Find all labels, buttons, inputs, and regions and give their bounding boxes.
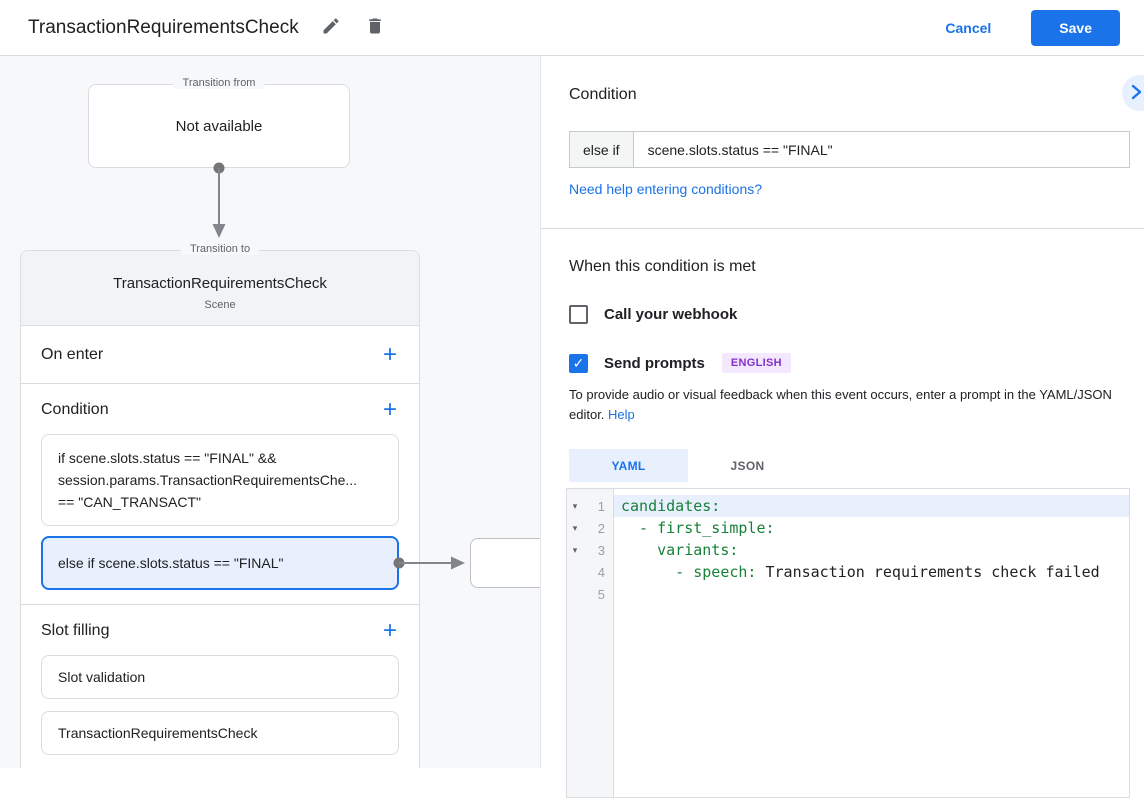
language-badge: ENGLISH bbox=[721, 353, 791, 373]
scene-node-title: TransactionRequirementsCheck bbox=[113, 275, 327, 292]
editor-tabs: YAML JSON bbox=[569, 449, 1130, 482]
prompts-description: To provide audio or visual feedback when… bbox=[569, 387, 1112, 422]
when-condition-met-heading: When this condition is met bbox=[569, 258, 756, 275]
condition-else-if-box[interactable]: else if scene.slots.status == "FINAL" bbox=[41, 536, 540, 590]
slot-item-validation[interactable]: Slot validation bbox=[41, 655, 399, 699]
send-prompts-checkbox[interactable]: ✓ bbox=[569, 353, 588, 373]
scene-node-header[interactable]: TransactionRequirementsCheck Scene bbox=[21, 251, 419, 326]
scene-node-card: Transition to TransactionRequirementsChe… bbox=[20, 243, 540, 768]
line-number: 3 bbox=[597, 542, 605, 558]
transition-arrow-right bbox=[393, 556, 465, 570]
condition-section-label: Condition bbox=[41, 401, 109, 418]
condition-if-box[interactable]: if scene.slots.status == "FINAL" && sess… bbox=[41, 434, 399, 526]
transition-arrow-down bbox=[212, 162, 226, 238]
add-on-enter-button[interactable]: + bbox=[382, 340, 397, 368]
call-webhook-label: Call your webhook bbox=[604, 306, 738, 323]
fold-arrow-icon[interactable]: ▾ bbox=[572, 544, 578, 555]
yaml-code-editor[interactable]: ▾ 1 ▾ 2 ▾ 3 4 5 candidates: - first_simple:… bbox=[566, 488, 1130, 798]
code-line: - first_simple: bbox=[621, 519, 775, 537]
code-line bbox=[614, 583, 1129, 605]
help-link[interactable]: Help bbox=[608, 407, 635, 422]
transition-from-node: Transition from Not available bbox=[88, 77, 350, 168]
condition-expression-group: else if bbox=[569, 131, 1130, 168]
fold-arrow-icon[interactable]: ▾ bbox=[572, 522, 578, 533]
app-header: TransactionRequirementsCheck Cancel Save bbox=[0, 0, 1144, 56]
page-title: TransactionRequirementsCheck bbox=[28, 16, 299, 38]
code-line: candidates: bbox=[614, 495, 1129, 517]
editor-code-area[interactable]: candidates: - first_simple: variants: - … bbox=[614, 489, 1129, 797]
check-icon: ✓ bbox=[572, 354, 585, 371]
on-enter-label: On enter bbox=[41, 345, 104, 363]
line-number: 2 bbox=[597, 520, 605, 536]
send-prompts-label: Send prompts bbox=[604, 354, 705, 372]
editor-gutter: ▾ 1 ▾ 2 ▾ 3 4 5 bbox=[567, 489, 614, 797]
conditions-help-link[interactable]: Need help entering conditions? bbox=[569, 181, 763, 197]
line-number: 5 bbox=[597, 586, 605, 602]
else-if-prefix-label: else if bbox=[570, 132, 634, 167]
transition-target-node[interactable] bbox=[470, 538, 540, 588]
on-enter-row: On enter + bbox=[21, 326, 419, 384]
tab-json[interactable]: JSON bbox=[688, 449, 807, 482]
prompts-option-row: ✓ Send prompts ENGLISH bbox=[569, 353, 1130, 373]
condition-panel-heading: Condition bbox=[569, 86, 637, 103]
line-number: 1 bbox=[597, 498, 605, 514]
scene-diagram-canvas: Transition from Not available Transition… bbox=[0, 56, 540, 768]
code-line: - speech: Transaction requirements check… bbox=[621, 563, 1100, 581]
slot-filling-section: Slot filling + Slot validation Transacti… bbox=[21, 605, 419, 768]
slot-item-transaction-requirements[interactable]: TransactionRequirementsCheck bbox=[41, 711, 399, 755]
chevron-right-icon bbox=[1127, 83, 1144, 104]
transition-from-content: Not available bbox=[175, 117, 263, 135]
transition-from-label: Transition from bbox=[173, 77, 265, 89]
collapse-panel-button[interactable] bbox=[1122, 75, 1144, 111]
tab-yaml[interactable]: YAML bbox=[569, 449, 688, 482]
cancel-button[interactable]: Cancel bbox=[945, 19, 992, 36]
delete-scene-button[interactable] bbox=[363, 16, 387, 40]
call-webhook-checkbox[interactable] bbox=[569, 305, 588, 324]
line-number: 4 bbox=[597, 564, 605, 580]
scene-node-subtitle: Scene bbox=[204, 299, 236, 311]
webhook-option-row: Call your webhook bbox=[569, 305, 1130, 324]
fold-arrow-icon[interactable]: ▾ bbox=[572, 500, 578, 511]
trash-icon bbox=[365, 16, 385, 39]
condition-expression-input[interactable] bbox=[633, 132, 1129, 167]
code-line: variants: bbox=[621, 541, 739, 559]
save-button[interactable]: Save bbox=[1031, 9, 1120, 46]
pencil-icon bbox=[321, 16, 341, 39]
add-condition-button[interactable]: + bbox=[382, 396, 397, 423]
condition-else-if-text: else if scene.slots.status == "FINAL" bbox=[58, 555, 284, 571]
condition-edit-panel: Condition else if Need help entering con… bbox=[540, 56, 1144, 798]
transition-to-label: Transition to bbox=[180, 243, 260, 255]
slot-filling-label: Slot filling bbox=[41, 622, 110, 639]
panel-divider bbox=[541, 228, 1144, 229]
condition-section: Condition + if scene.slots.status == "FI… bbox=[21, 384, 540, 605]
add-slot-button[interactable]: + bbox=[382, 617, 397, 644]
edit-scene-button[interactable] bbox=[319, 16, 343, 40]
